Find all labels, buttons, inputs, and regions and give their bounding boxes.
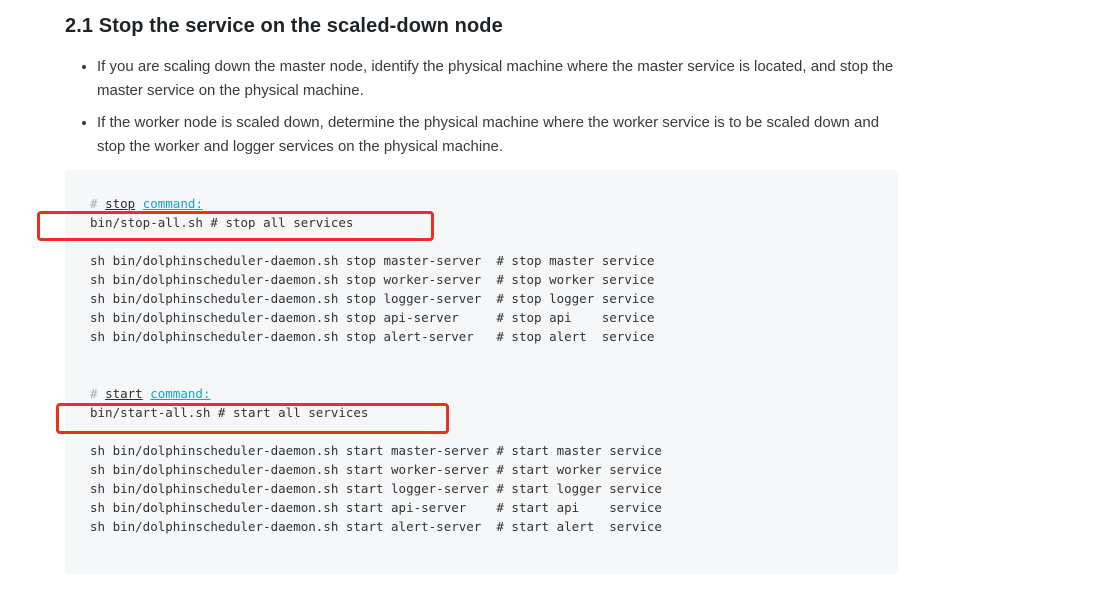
code-line: sh bin/dolphinscheduler-daemon.sh stop a… (90, 308, 888, 327)
code-line: sh bin/dolphinscheduler-daemon.sh stop m… (90, 251, 888, 270)
code-segment: sh bin/dolphinscheduler-daemon.sh start … (90, 443, 662, 458)
section-heading: 2.1 Stop the service on the scaled-down … (65, 15, 503, 37)
code-line-highlighted: bin/start-all.sh # start all services (90, 403, 888, 422)
code-segment: sh bin/dolphinscheduler-daemon.sh start … (90, 462, 662, 477)
code-line: sh bin/dolphinscheduler-daemon.sh stop w… (90, 270, 888, 289)
code-segment: sh bin/dolphinscheduler-daemon.sh start … (90, 500, 662, 515)
code-line (90, 422, 888, 441)
code-line: sh bin/dolphinscheduler-daemon.sh stop a… (90, 327, 888, 346)
code-segment: # (90, 196, 106, 211)
code-segment: command: (142, 196, 203, 211)
code-line: sh bin/dolphinscheduler-daemon.sh start … (90, 498, 888, 517)
code-line (90, 365, 888, 384)
list-item: If the worker node is scaled down, deter… (97, 111, 899, 159)
code-segment: sh bin/dolphinscheduler-daemon.sh stop l… (90, 291, 655, 306)
code-segment: sh bin/dolphinscheduler-daemon.sh start … (90, 519, 662, 534)
code-line (90, 346, 888, 365)
code-line: sh bin/dolphinscheduler-daemon.sh start … (90, 517, 888, 536)
code-line: # start command: (90, 384, 888, 403)
code-segment: start (105, 386, 143, 401)
code-line: # stop command: (90, 194, 888, 213)
code-line-highlighted: bin/stop-all.sh # stop all services (90, 213, 888, 232)
code-segment: sh bin/dolphinscheduler-daemon.sh stop w… (90, 272, 655, 287)
code-block: # stop command: bin/stop-all.sh # stop al… (65, 170, 898, 574)
code-line: sh bin/dolphinscheduler-daemon.sh start … (90, 460, 888, 479)
code-line (90, 232, 888, 251)
code-segment: command: (150, 386, 211, 401)
code-segment: sh bin/dolphinscheduler-daemon.sh stop a… (90, 329, 655, 344)
code-line: sh bin/dolphinscheduler-daemon.sh start … (90, 441, 888, 460)
code-segment: sh bin/dolphinscheduler-daemon.sh stop a… (90, 310, 655, 325)
code-segment: sh bin/dolphinscheduler-daemon.sh stop m… (90, 253, 655, 268)
code-line: sh bin/dolphinscheduler-daemon.sh stop l… (90, 289, 888, 308)
code-segment: # (90, 386, 106, 401)
list-item: If you are scaling down the master node,… (97, 55, 899, 103)
code-line: sh bin/dolphinscheduler-daemon.sh start … (90, 479, 888, 498)
code-segment: stop (105, 196, 136, 211)
code-segment: bin/stop-all.sh # stop all services (90, 215, 354, 230)
bullet-list: If you are scaling down the master node,… (0, 55, 1094, 159)
code-segment: bin/start-all.sh # start all services (90, 405, 369, 420)
code-segment: sh bin/dolphinscheduler-daemon.sh start … (90, 481, 662, 496)
code-segment (135, 196, 143, 211)
